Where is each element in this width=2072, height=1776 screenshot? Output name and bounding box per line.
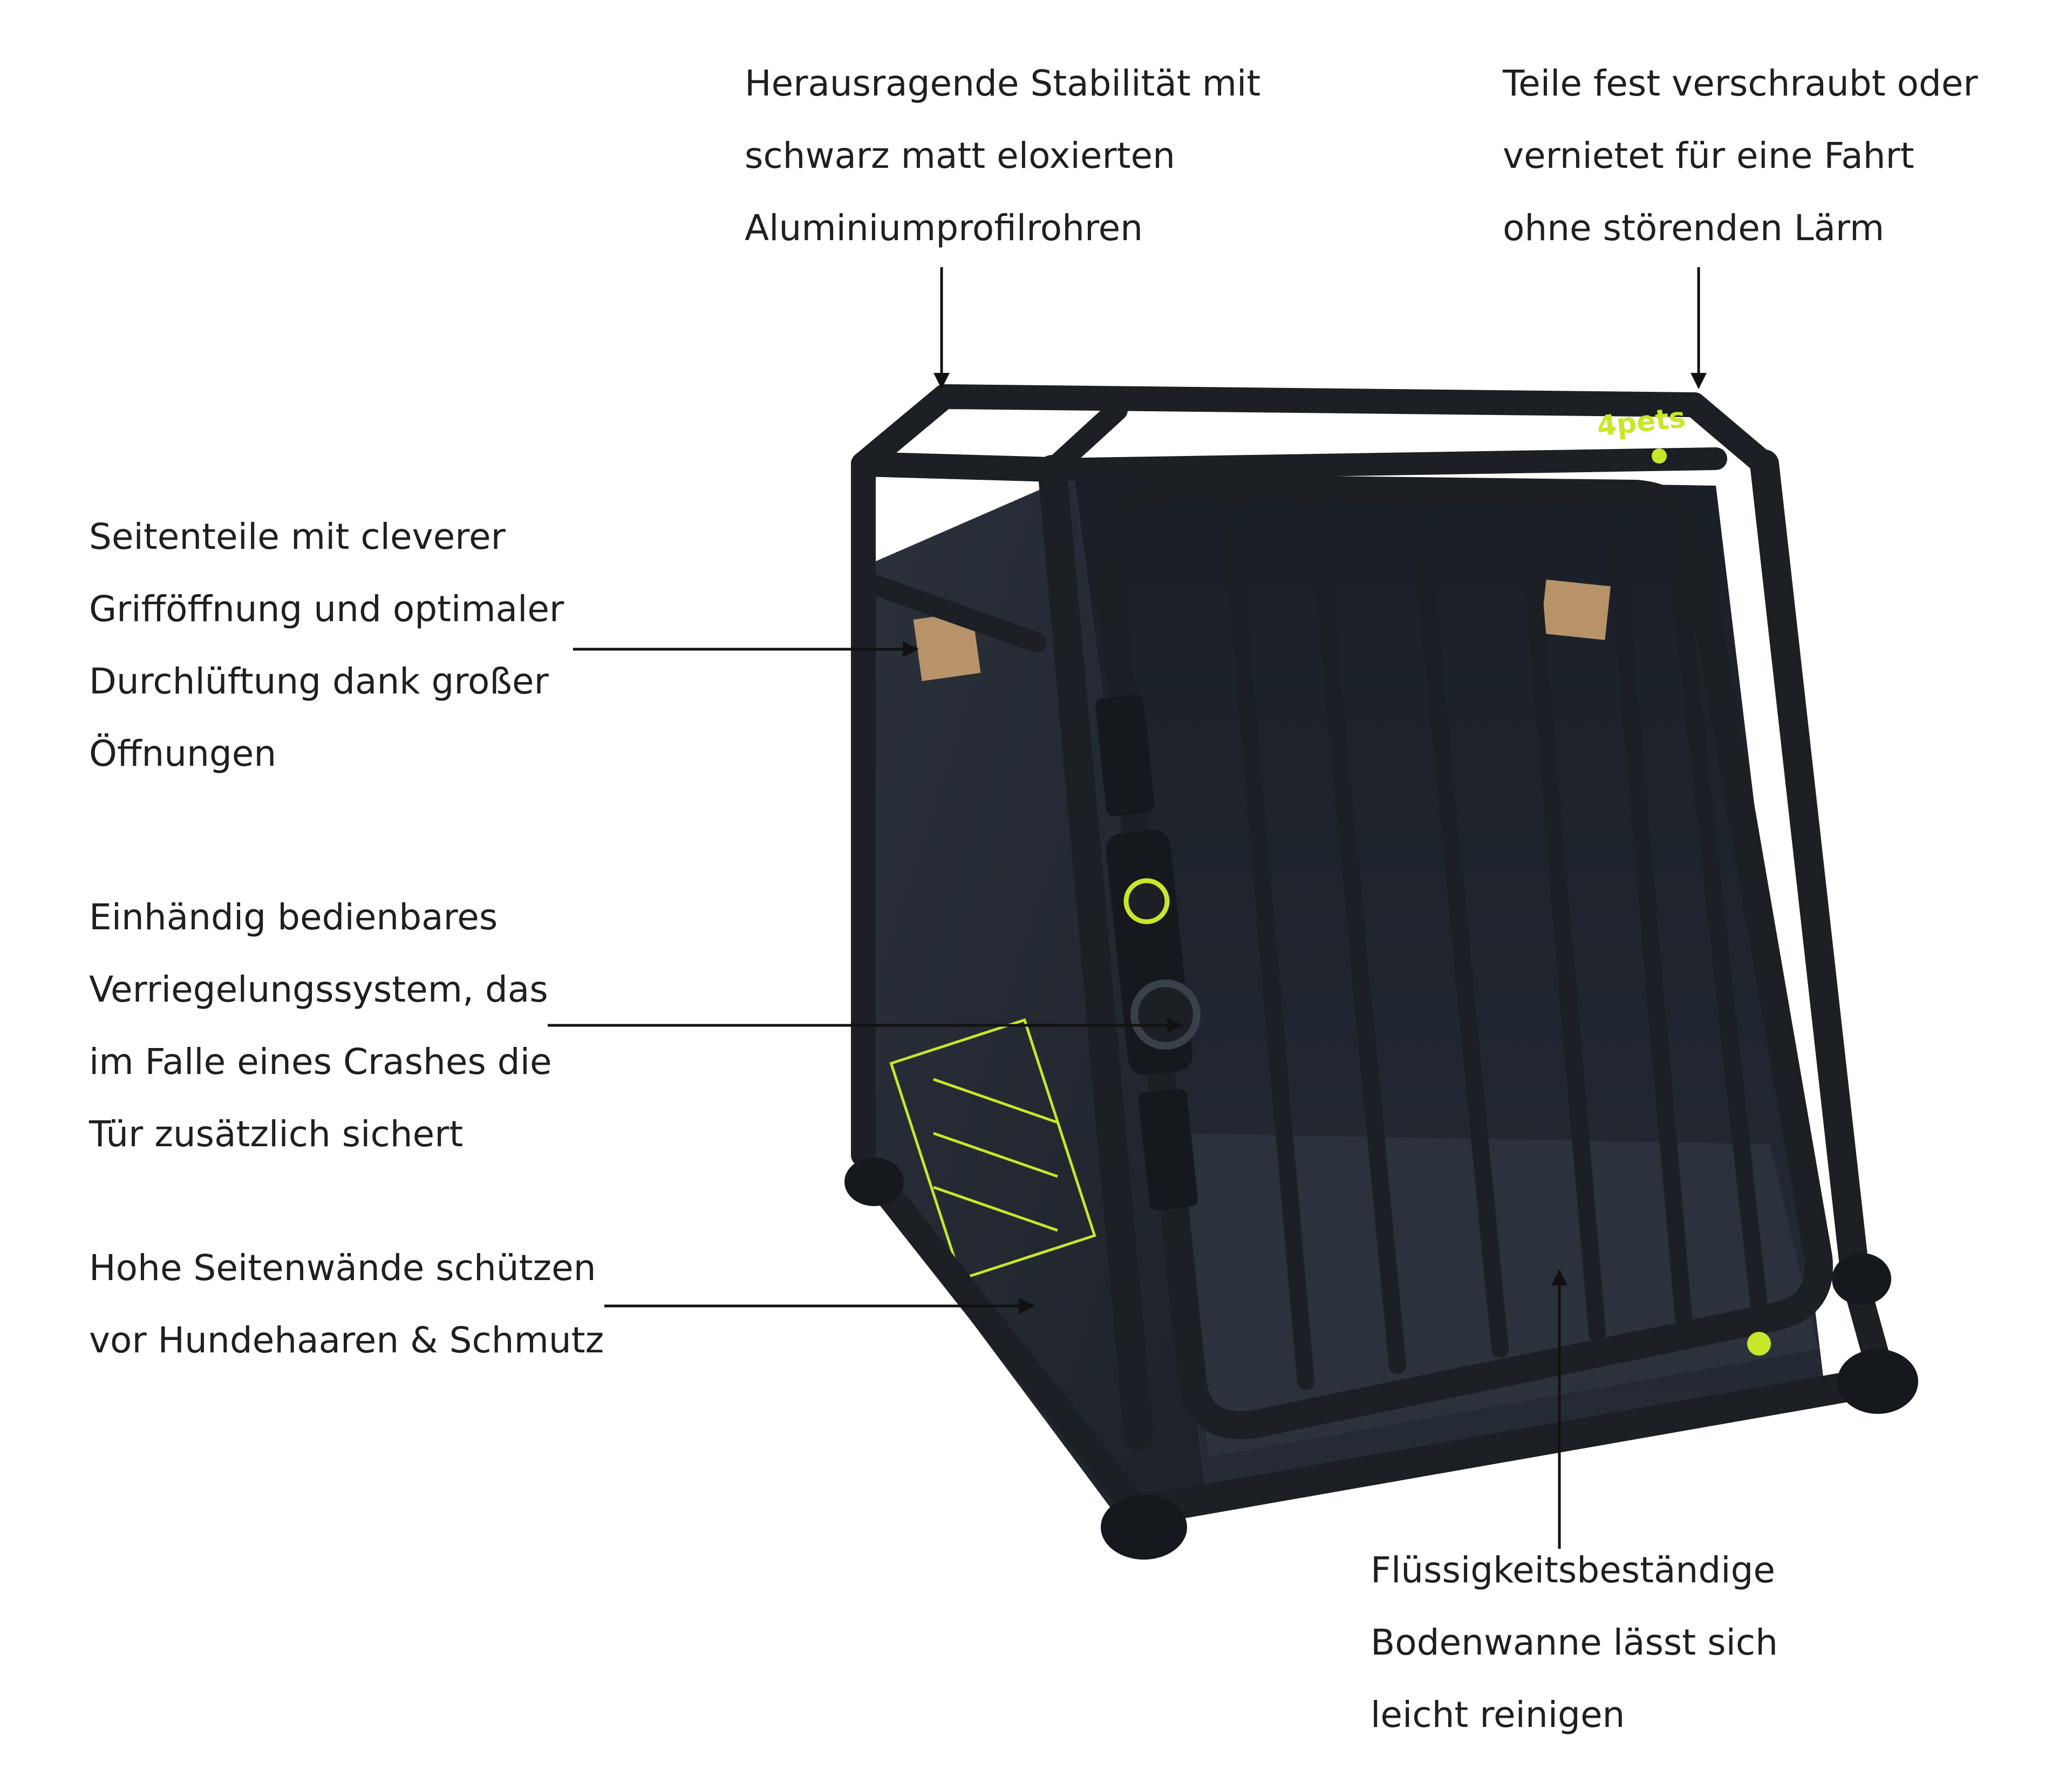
crate-door bbox=[1092, 474, 1833, 1439]
callout-lock-system: Einhändig bedienbares Verriegelungssyste… bbox=[89, 881, 552, 1171]
grip-opening bbox=[913, 611, 981, 682]
callout-line: vernietet für eine Fahrt bbox=[1503, 135, 1914, 176]
lower-hinge bbox=[1139, 1088, 1198, 1210]
callout-pointers bbox=[548, 267, 1707, 1549]
corner-feet bbox=[844, 1158, 1918, 1560]
callout-line: Herausragende Stabilität mit bbox=[745, 63, 1261, 104]
callout-line: Einhändig bedienbares bbox=[89, 896, 498, 938]
callout-line: Seitenteile mit cleverer bbox=[89, 516, 506, 557]
lock-knob-icon bbox=[1130, 979, 1201, 1050]
callout-line: im Falle eines Crashes die bbox=[89, 1041, 552, 1083]
door-hardware bbox=[1095, 448, 1771, 1356]
callout-line: Durchlüftung dank großer bbox=[89, 661, 549, 702]
callout-line: vor Hundehaaren & Schmutz bbox=[89, 1319, 604, 1361]
callout-line: Aluminiumprofilrohren bbox=[745, 207, 1143, 249]
callout-floor-tray: Flüssigkeitsbeständige Bodenwanne lässt … bbox=[1371, 1534, 1778, 1751]
callout-side-panels: Seitenteile mit cleverer Grifföffnung un… bbox=[89, 501, 564, 790]
callout-screwed-parts: Teile fest verschraubt oder vernietet fü… bbox=[1503, 47, 1978, 264]
callout-stability: Herausragende Stabilität mit schwarz mat… bbox=[745, 47, 1260, 264]
callout-line: Grifföffnung und optimaler bbox=[89, 588, 564, 630]
key-lock-icon bbox=[1123, 878, 1170, 924]
callout-line: leicht reinigen bbox=[1371, 1694, 1625, 1736]
callout-side-walls: Hohe Seitenwände schützen vor Hundehaare… bbox=[89, 1232, 604, 1377]
callout-line: schwarz matt eloxierten bbox=[745, 135, 1175, 176]
callout-line: Teile fest verschraubt oder bbox=[1503, 63, 1978, 104]
callout-line: Verriegelungssystem, das bbox=[89, 969, 548, 1010]
callout-line: ohne störenden Lärm bbox=[1503, 207, 1885, 249]
callout-line: Tür zusätzlich sichert bbox=[89, 1113, 464, 1155]
upper-hinge bbox=[1095, 695, 1155, 816]
grip-opening-rear bbox=[1541, 580, 1611, 640]
callout-line: Bodenwanne lässt sich bbox=[1371, 1622, 1778, 1663]
latch-accent bbox=[1747, 1332, 1771, 1356]
callout-line: Hohe Seitenwände schützen bbox=[89, 1247, 596, 1289]
top-accent bbox=[1652, 448, 1667, 464]
callout-line: Flüssigkeitsbeständige bbox=[1371, 1549, 1775, 1591]
callout-line: Öffnungen bbox=[89, 733, 277, 774]
side-warning-label bbox=[889, 1018, 1096, 1281]
